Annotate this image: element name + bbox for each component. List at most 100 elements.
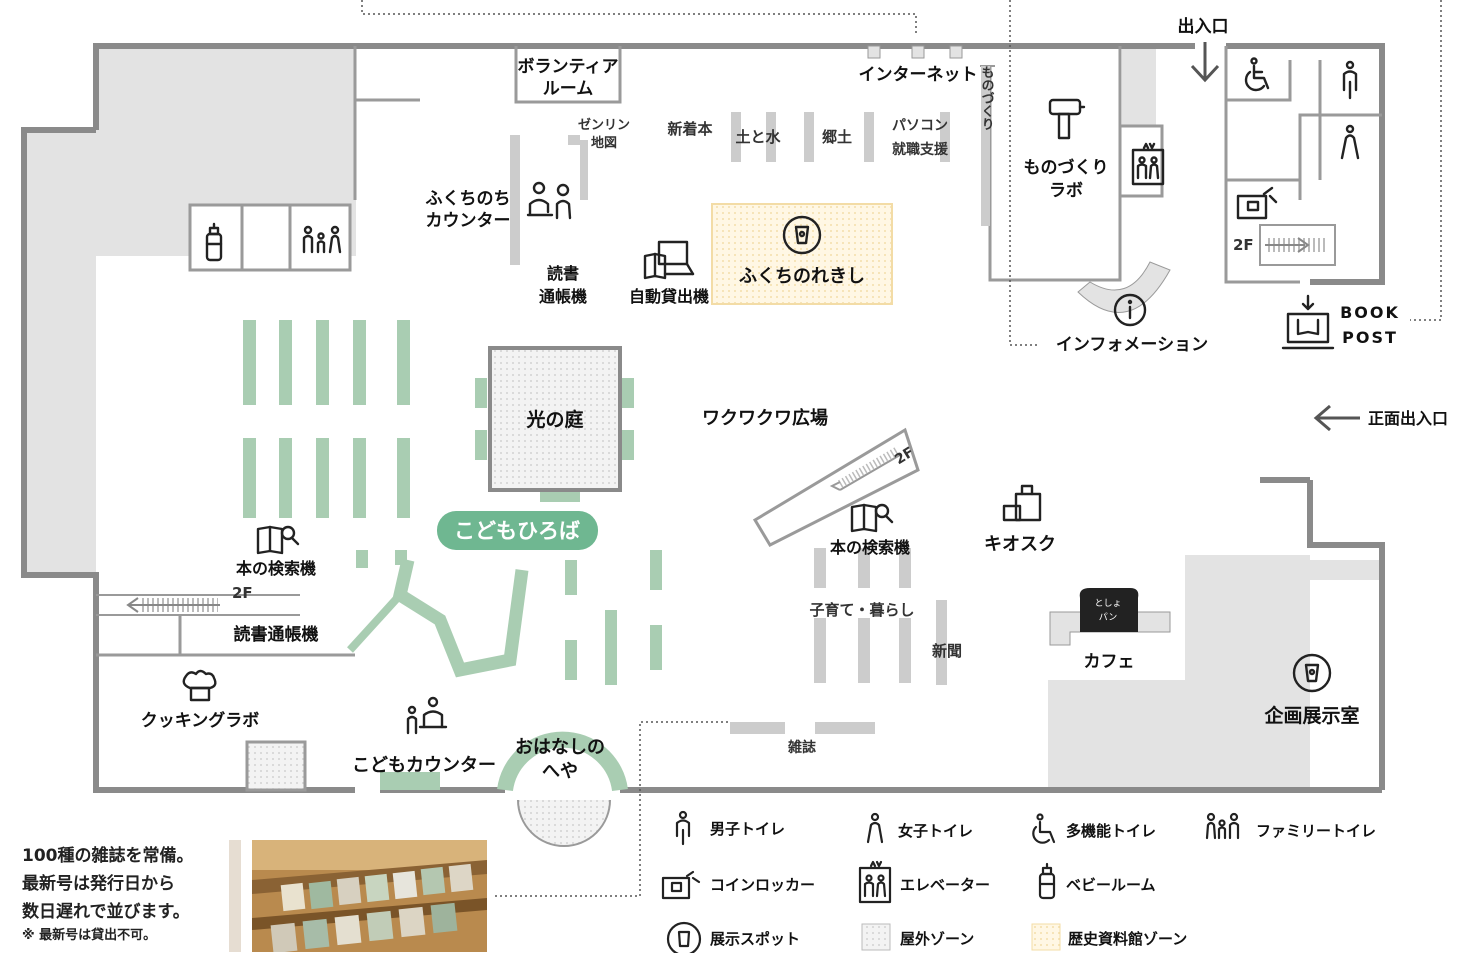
cooking-lab-label: クッキングラボ xyxy=(141,710,260,731)
accessible-toilet-icon xyxy=(1244,57,1270,92)
note-small: ※ 最新号は貸出不可。 xyxy=(22,928,157,943)
stairs-2f-label: 2F xyxy=(1233,236,1254,254)
note-line: 最新号は発行日から xyxy=(22,874,175,894)
legend-label: エレベーター xyxy=(900,876,990,894)
story-room-label: おはなしの xyxy=(515,737,605,758)
svg-text:としょ: としょ xyxy=(1094,598,1121,609)
legend-label: 男子トイレ xyxy=(710,820,785,838)
baby-room-icon xyxy=(1038,862,1056,900)
fukuchi-history-label: ふくちのれきし xyxy=(739,266,865,287)
note-line: 数日遅れで並びます。 xyxy=(22,902,190,922)
legend-label: コインロッカー xyxy=(710,876,815,894)
southeast-gray-area xyxy=(1048,555,1310,790)
legend-label: 多機能トイレ xyxy=(1066,822,1156,840)
courtyard xyxy=(488,346,622,492)
family-toilet-icon xyxy=(302,225,342,254)
fukuchi-counter-label: ふくちのち xyxy=(426,189,511,209)
note-accent-bar xyxy=(229,840,241,952)
green-shelves xyxy=(243,320,662,790)
family-toilet-icon xyxy=(1205,812,1240,840)
elevator-icon xyxy=(1131,142,1165,186)
legend-label: 屋外ゾーン xyxy=(900,930,974,948)
svg-text:パン: パン xyxy=(1099,612,1117,623)
legend-label: ベビールーム xyxy=(1066,876,1156,894)
coin-locker-icon xyxy=(1236,186,1278,220)
courtyard-label: 光の庭 xyxy=(525,408,583,431)
male-toilet-icon xyxy=(1342,60,1358,100)
maker-shelf-label: ものづくり xyxy=(979,66,995,131)
outdoor-zone-swatch xyxy=(861,923,891,951)
exhibition-room-label: 企画展示室 xyxy=(1263,704,1359,727)
cafe-sign: としょ パン xyxy=(1079,588,1139,632)
elevator-icon xyxy=(858,860,892,904)
maker-lab-label: ラボ xyxy=(1049,181,1083,201)
magazine-shelf-photo xyxy=(252,840,487,952)
fukuchi-counter-label: カウンター xyxy=(426,211,511,231)
magazine-note: 100種の雑誌を常備。 最新号は発行日から 数日遅れで並びます。 ※ 最新号は貸… xyxy=(22,842,194,946)
childcare-living-label: 子育て・暮らし xyxy=(809,601,914,619)
accessible-toilet-icon xyxy=(1032,813,1056,844)
entrance-top-label: 出入口 xyxy=(1178,16,1229,37)
center-staircase xyxy=(752,427,920,547)
kids-counter-label: こどもカウンター xyxy=(352,755,496,776)
zenrin-map-label: 地図 xyxy=(591,135,617,151)
reading-passbook-label: 通帳機 xyxy=(539,287,587,306)
book-search-icon xyxy=(850,503,894,533)
map-labels: ボランティア ルーム インターネット 出入口 ものづくり ラボ ゼンリン 地図 … xyxy=(141,16,1448,782)
exhibit-spot-icon xyxy=(782,215,822,255)
leader-lines xyxy=(361,0,1442,897)
volunteer-room-label: ボランティア xyxy=(518,57,619,77)
book-search-label: 本の検索機 xyxy=(830,538,910,557)
pc-job-label: 就職支援 xyxy=(892,141,949,158)
newspaper-label: 新聞 xyxy=(932,642,962,660)
maker-lab-label: ものづくり xyxy=(1024,158,1109,178)
kiosk-label: キオスク xyxy=(984,534,1056,555)
right-staircase xyxy=(1259,224,1336,266)
self-checkout-icon xyxy=(643,240,695,280)
coin-locker-icon xyxy=(661,870,701,900)
counter-staff-icon xyxy=(526,181,572,220)
legend-label: ファミリートイレ xyxy=(1256,822,1376,840)
kyodo-label: 郷土 xyxy=(822,128,852,146)
new-books-label: 新着本 xyxy=(667,120,712,138)
exhibit-spot-icon xyxy=(1292,653,1332,693)
book-post-label: POST xyxy=(1342,328,1398,347)
male-toilet-icon xyxy=(675,810,691,846)
kids-plaza-label: こどもひろば xyxy=(454,519,580,543)
stairs-2f-label: 2F xyxy=(232,584,253,602)
maker-tool-icon xyxy=(1048,98,1086,140)
entrance-arrows xyxy=(1190,42,1360,432)
book-search-label: 本の検索機 xyxy=(236,559,316,578)
book-search-icon xyxy=(256,525,300,555)
baby-bottle-icon xyxy=(205,222,223,262)
legend-label: 女子トイレ xyxy=(898,822,973,840)
female-toilet-icon xyxy=(1340,124,1360,160)
book-post-label: BOOK xyxy=(1340,303,1400,322)
magazines-label: 雑誌 xyxy=(787,739,816,756)
reading-passbook-label: 読書 xyxy=(547,264,579,283)
plaza-label: ワクワクワ広場 xyxy=(702,407,828,429)
story-room xyxy=(497,731,628,792)
zenrin-map-label: ゼンリン xyxy=(578,117,630,133)
left-outdoor-area xyxy=(24,130,96,575)
book-post-icon xyxy=(1281,294,1335,350)
information-desk xyxy=(1077,261,1171,313)
legend-label: 展示スポット xyxy=(710,930,800,948)
legend: 男子トイレ 女子トイレ 多機能トイレ ファミリートイレ コインロッカー エレベー… xyxy=(661,810,1376,953)
legend-label: 歴史資料館ゾーン xyxy=(1068,930,1187,948)
kids-winding-shelf xyxy=(392,558,529,678)
information-label: インフォメーション xyxy=(1056,335,1208,355)
gray-shelves xyxy=(510,66,990,734)
volunteer-room-label: ルーム xyxy=(543,79,594,99)
building-outline xyxy=(21,43,1385,793)
kids-counter-icon xyxy=(406,696,448,735)
kids-plaza-badge xyxy=(437,511,598,550)
exhibit-spot-icon xyxy=(666,921,702,953)
female-toilet-icon xyxy=(866,812,884,844)
main-entrance-label: 正面出入口 xyxy=(1368,409,1448,428)
passbook-left-label: 読書通帳機 xyxy=(234,624,319,645)
information-icon xyxy=(1113,293,1147,327)
kiosk-icon xyxy=(1002,484,1042,522)
self-checkout-label: 自動貸出機 xyxy=(629,287,709,306)
